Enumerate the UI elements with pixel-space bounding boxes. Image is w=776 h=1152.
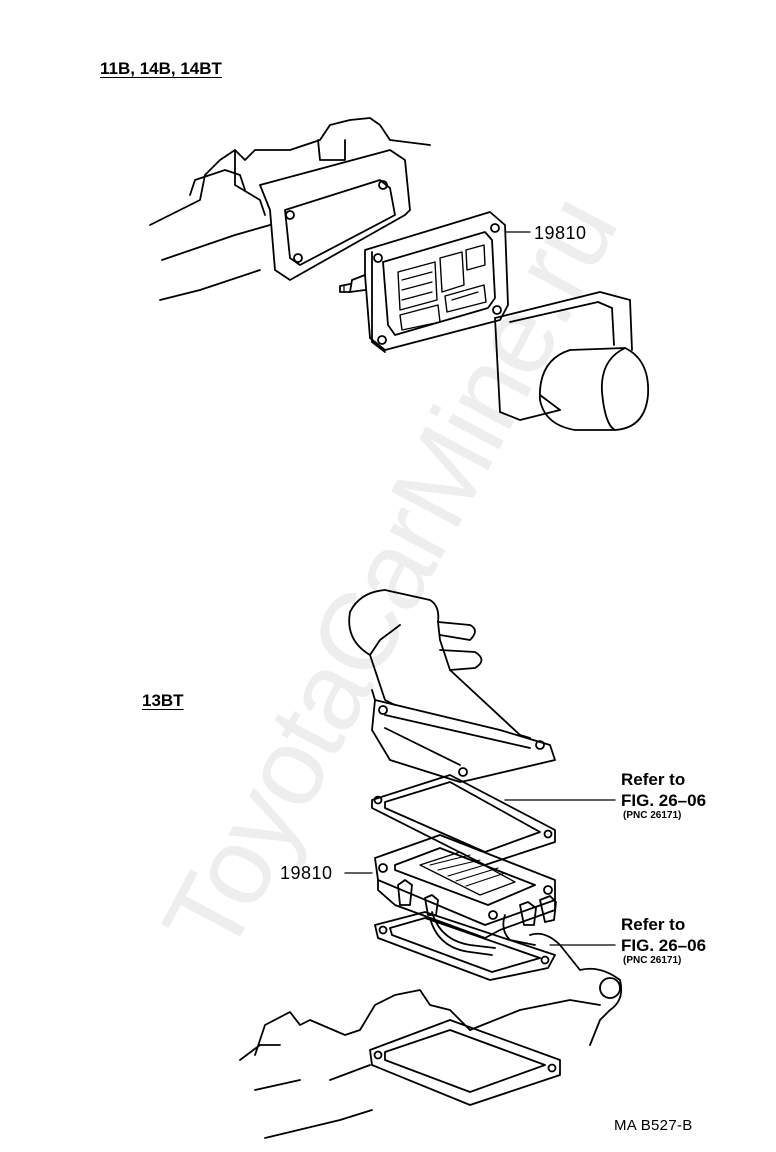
ref2-line1: Refer to: [621, 915, 686, 934]
ref1-line2: FIG. 26–06: [621, 791, 707, 810]
air-cleaner-top: [494, 291, 649, 431]
part-number-bottom: 19810: [280, 863, 333, 883]
gasket-upper: [371, 774, 556, 866]
intake-pipe: [348, 589, 556, 783]
section-label-13bt: 13BT: [142, 691, 184, 710]
ref1-pnc: (PNC 26171): [623, 810, 682, 821]
ref2-line2: FIG. 26–06: [621, 936, 707, 955]
control-unit-bottom: [374, 834, 557, 956]
gasket-lower: [374, 911, 556, 981]
leader-lines-bottom: [344, 799, 616, 946]
section-label-11b-14b-14bt: 11B, 14B, 14BT: [100, 59, 222, 78]
part-number-top: 19810: [534, 223, 587, 243]
ref1-line1: Refer to: [621, 770, 686, 789]
manifold-bottom: [239, 932, 623, 1139]
control-unit-top: [339, 211, 509, 353]
manifold-top: [149, 117, 431, 301]
figure-code: MA B527-B: [614, 1117, 693, 1134]
ref2-pnc: (PNC 26171): [623, 955, 682, 966]
